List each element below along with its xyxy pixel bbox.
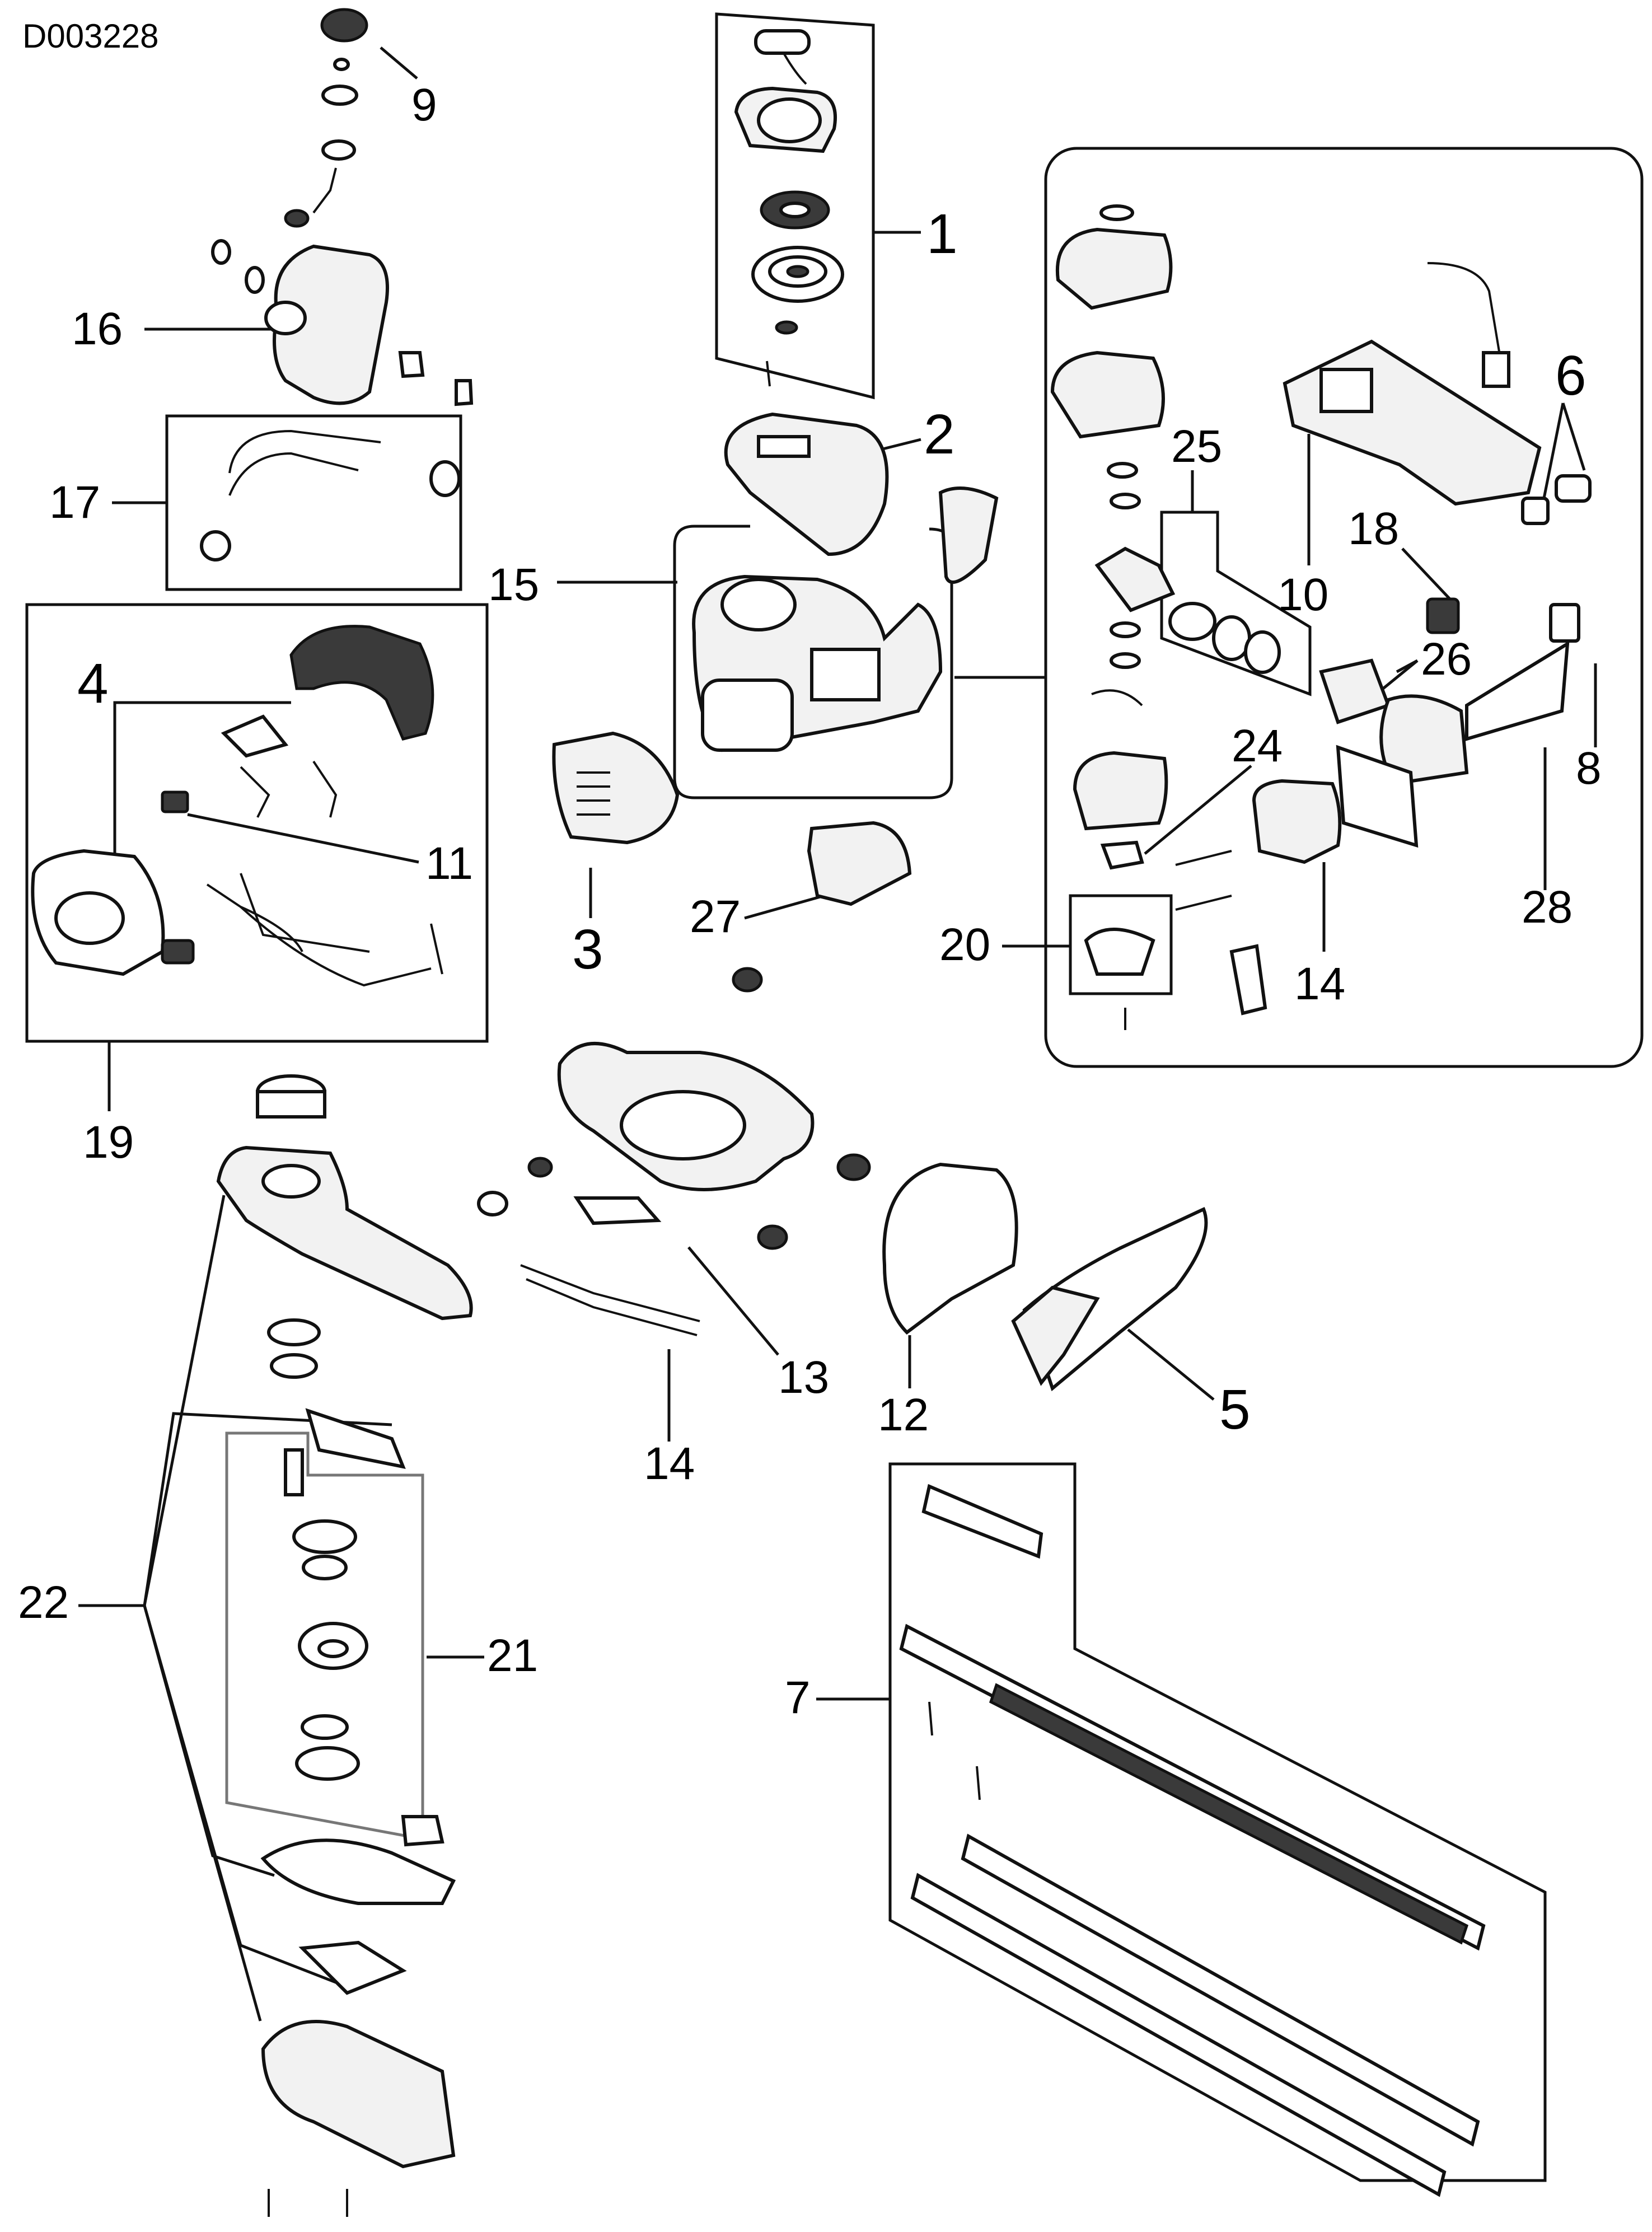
throttle-handle-group-box <box>25 603 489 1043</box>
callout-11: 11 <box>425 838 473 889</box>
callout-18: 18 <box>1348 503 1399 554</box>
callout-20: 20 <box>939 919 990 970</box>
recoil-starter-parts <box>734 29 844 387</box>
engine-group-box <box>1044 147 1644 1068</box>
callout-2: 2 <box>924 403 955 466</box>
document-code: D003228 <box>22 17 159 55</box>
hedge-blade-parts <box>899 1484 1486 2197</box>
callout-15: 15 <box>488 559 539 610</box>
callout-7: 7 <box>785 1672 811 1723</box>
callout-1: 1 <box>926 203 958 265</box>
callout-25: 25 <box>1171 421 1222 472</box>
callout-27: 27 <box>690 891 741 942</box>
callout-19: 19 <box>83 1117 134 1168</box>
blade-group-box <box>888 1462 1547 2182</box>
callout-28: 28 <box>1522 882 1573 933</box>
fuel-lines-group-box <box>165 414 462 591</box>
callout-21: 21 <box>487 1630 538 1681</box>
piston-group-box <box>1160 511 1312 696</box>
callout-3: 3 <box>572 918 603 981</box>
gearbox-and-body-parts <box>216 1074 473 2217</box>
engine-internal-parts <box>1050 204 1592 1030</box>
callout-6: 6 <box>1555 344 1587 407</box>
starter-group-box <box>715 12 875 400</box>
callout-12: 12 <box>878 1389 929 1440</box>
callout-14-fuel-tube: 14 <box>644 1438 695 1489</box>
callout-14-muffler: 14 <box>1294 958 1345 1009</box>
gear-group-box <box>225 1431 424 1841</box>
callout-9: 9 <box>411 79 437 130</box>
callout-4: 4 <box>77 652 109 715</box>
callout-22: 22 <box>18 1577 69 1628</box>
engine-cover-and-engine <box>692 412 999 752</box>
callout-24: 24 <box>1232 720 1283 771</box>
callout-8: 8 <box>1576 743 1602 794</box>
fuel-line-parts <box>200 429 461 561</box>
fuel-cap-and-tank <box>211 8 474 406</box>
throttle-handle-parts <box>31 625 443 987</box>
air-filter-cover-and-bracket <box>552 731 912 906</box>
callout-16: 16 <box>72 303 123 354</box>
callout-10: 10 <box>1277 569 1328 620</box>
callout-17: 17 <box>49 477 100 528</box>
callout-26: 26 <box>1421 634 1472 685</box>
callout-5: 5 <box>1219 1378 1251 1441</box>
frame-and-handle-parts <box>477 967 1208 1392</box>
callout-13: 13 <box>778 1352 829 1403</box>
